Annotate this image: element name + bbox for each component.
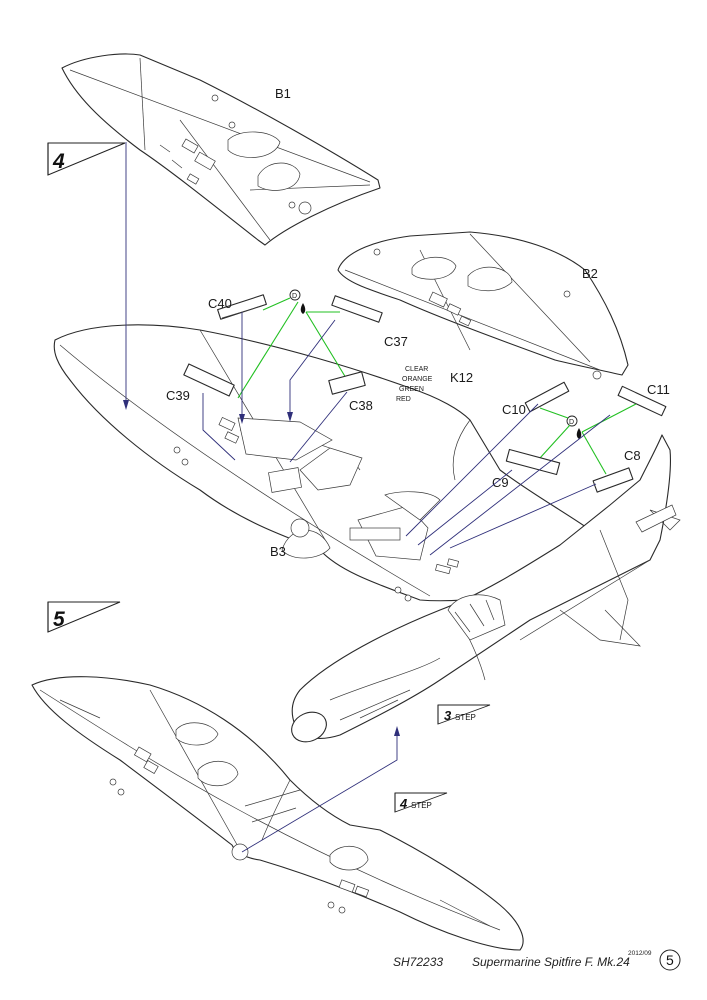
label-b1: B1 (275, 86, 291, 101)
label-c11: C11 (647, 382, 670, 397)
glue-marker-right: D (566, 415, 582, 439)
colour-clear: CLEAR (405, 366, 428, 373)
page-number: 5 (666, 952, 674, 968)
label-c40: C40 (208, 296, 232, 311)
part-c8 (592, 467, 634, 493)
upper-wing-left-b1 (61, 53, 381, 246)
print-date: 2012/09 (628, 950, 652, 957)
label-c39: C39 (166, 388, 190, 403)
label-c9: C9 (492, 475, 509, 490)
label-c10: C10 (502, 402, 526, 417)
svg-text:STEP: STEP (455, 713, 476, 722)
step-4-marker: 4 (47, 142, 126, 176)
svg-text:D: D (569, 419, 574, 426)
label-k12: K12 (450, 370, 473, 385)
svg-text:D: D (292, 293, 297, 300)
step-5-number: 5 (53, 608, 65, 631)
part-c9 (505, 448, 561, 476)
lower-wing-b3 (53, 324, 613, 602)
colour-green: GREEN (399, 386, 424, 393)
step-4-number: 4 (52, 150, 65, 173)
label-c37: C37 (384, 334, 408, 349)
part-c37 (331, 295, 383, 323)
svg-text:4: 4 (399, 796, 408, 811)
label-b2: B2 (582, 266, 598, 281)
kit-title: Supermarine Spitfire F. Mk.24 (472, 955, 630, 969)
part-c38 (328, 371, 366, 395)
svg-text:STEP: STEP (411, 801, 432, 810)
step-ref-4: 4 STEP (394, 792, 448, 813)
fuselage-assembly (291, 434, 681, 743)
label-b3: B3 (270, 544, 286, 559)
guide-fuselage-to-wing (241, 730, 398, 853)
part-c11 (617, 385, 667, 417)
svg-text:3: 3 (444, 708, 452, 723)
label-c38: C38 (349, 398, 373, 413)
step-ref-3: 3 STEP (437, 704, 491, 725)
upper-wing-right-b2 (337, 231, 629, 380)
step-5-marker: 5 (47, 601, 121, 633)
footer: SH72233 Supermarine Spitfire F. Mk.24 20… (393, 949, 681, 971)
complete-wing-assembly (31, 676, 524, 951)
part-c10 (524, 381, 570, 413)
colour-orange: ORANGE (402, 376, 433, 383)
glue-line (262, 297, 291, 311)
light-colour-list: CLEAR ORANGE GREEN RED (396, 366, 433, 403)
colour-red: RED (396, 396, 411, 403)
part-c39 (183, 363, 235, 397)
kit-code: SH72233 (393, 955, 443, 969)
glue-marker-top: D (289, 289, 306, 314)
label-c8: C8 (624, 448, 641, 463)
